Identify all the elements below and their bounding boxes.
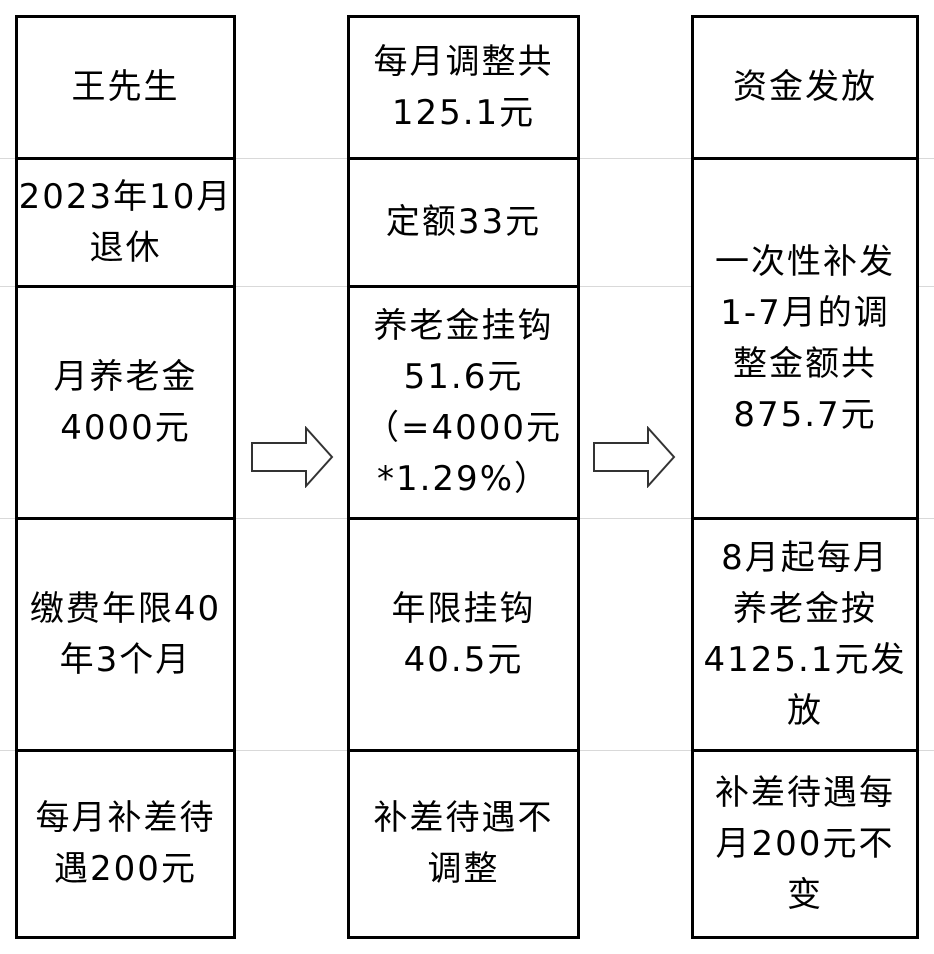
cell-text: 定额33元 — [385, 202, 542, 242]
cell-text: 一次性补发 — [715, 241, 895, 282]
cell-text: 51.6元 — [403, 356, 524, 397]
cell-text: 养老金按 — [733, 588, 877, 629]
cell-years-linked: 年限挂钩 40.5元 — [347, 517, 580, 752]
cell-monthly-pension: 月养老金 4000元 — [15, 285, 236, 520]
cell-fixed-amount: 定额33元 — [347, 157, 580, 288]
cell-subsidy-unchanged: 补差待遇不调整 — [347, 749, 580, 939]
cell-retire-date: 2023年10月退休 — [15, 157, 236, 288]
cell-text: 8月起每月 — [721, 537, 889, 578]
cell-text: 月养老金 — [53, 356, 198, 397]
cell-text: （=4000元 — [364, 407, 562, 448]
cell-text: 变 — [787, 874, 823, 915]
cell-text: 缴费年限40 — [29, 588, 222, 629]
cell-lump-sum: 一次性补发 1-7月的调整金额共 875.7元 — [691, 157, 919, 520]
cell-text: 4125.1元发 — [703, 639, 907, 680]
cell-text: 年限挂钩 — [391, 588, 536, 629]
cell-text: 王先生 — [71, 67, 180, 107]
cell-text: 月200元不 — [715, 823, 895, 864]
cell-text: 125.1元 — [391, 92, 536, 133]
cell-total-adjustment: 每月调整共 125.1元 — [347, 15, 580, 160]
cell-pension-linked: 养老金挂钩 51.6元 （=4000元 *1.29%） — [347, 285, 580, 520]
cell-text: 放 — [787, 690, 823, 731]
cell-text: 整金额共 — [733, 343, 877, 384]
cell-text: 4000元 — [60, 407, 191, 448]
cell-subsidy-unchanged-monthly: 补差待遇每月200元不变 — [691, 749, 919, 939]
cell-text: 每月补差待 — [35, 798, 216, 838]
cell-text: 年3个月 — [59, 639, 192, 680]
cell-text: 退休 — [89, 227, 162, 268]
right-arrow-icon — [251, 426, 334, 488]
cell-text: *1.29%） — [376, 458, 550, 499]
cell-text: 875.7元 — [733, 394, 877, 435]
cell-text: 养老金挂钩 — [373, 305, 554, 346]
cell-text: 每月调整共 — [373, 41, 554, 82]
cell-text: 2023年10月 — [18, 176, 233, 217]
cell-name: 王先生 — [15, 15, 236, 160]
cell-monthly-from-august: 8月起每月养老金按 4125.1元发放 — [691, 517, 919, 752]
cell-payment-header: 资金发放 — [691, 15, 919, 160]
cell-text: 补差待遇每 — [715, 772, 895, 813]
cell-text: 40.5元 — [403, 639, 524, 680]
cell-subsidy: 每月补差待遇200元 — [15, 749, 236, 939]
cell-text: 资金发放 — [733, 67, 877, 107]
cell-contribution-years: 缴费年限40 年3个月 — [15, 517, 236, 752]
cell-text: 调整 — [427, 849, 500, 889]
cell-text: 遇200元 — [54, 849, 197, 889]
cell-text: 1-7月的调 — [720, 292, 890, 333]
right-arrow-icon — [593, 426, 676, 488]
cell-text: 补差待遇不 — [373, 798, 554, 838]
